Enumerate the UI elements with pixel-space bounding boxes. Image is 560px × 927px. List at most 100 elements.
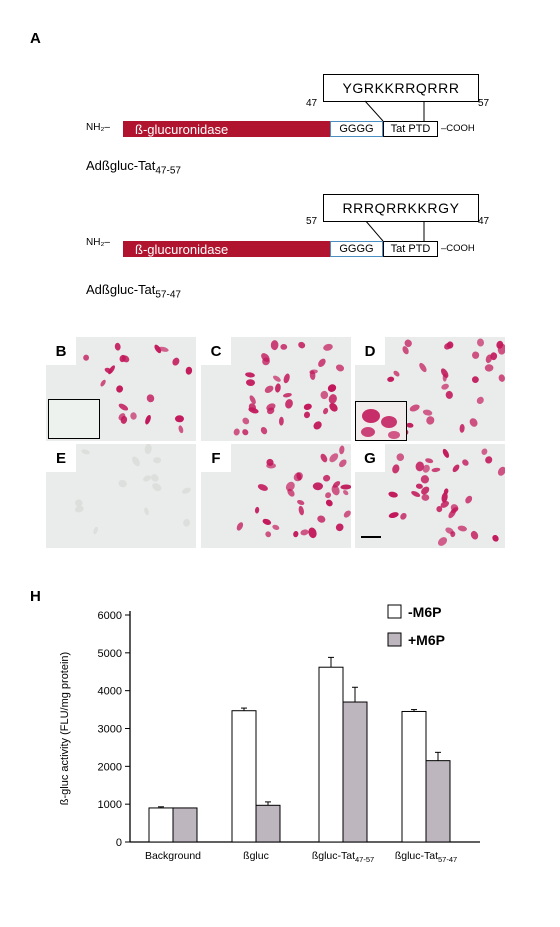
stained-cell — [320, 453, 328, 463]
stained-cell — [400, 512, 407, 520]
stained-cell — [261, 353, 270, 362]
stained-cell — [462, 459, 469, 466]
micrograph-inset-b — [48, 399, 100, 439]
glucuronidase-domain-1: ß-glucuronidase — [123, 121, 330, 137]
y-tick-label: 0 — [116, 837, 122, 849]
micrograph-label-b: B — [46, 337, 76, 365]
stained-cell — [422, 464, 430, 473]
peptide-sequence-box-1: YGRKKRRQRRR — [323, 74, 479, 102]
y-tick-label: 1000 — [98, 799, 122, 811]
stained-cell — [426, 416, 435, 425]
stained-cell — [465, 495, 473, 504]
stained-cell — [303, 403, 312, 410]
stained-cell — [388, 491, 398, 498]
stained-cell — [440, 500, 449, 508]
stained-cell — [484, 364, 494, 372]
stained-cell — [300, 529, 309, 536]
stained-cell — [262, 518, 272, 525]
stained-cell — [409, 404, 420, 412]
stained-cell — [443, 488, 449, 495]
stained-cell — [335, 523, 344, 532]
stained-cell — [283, 373, 290, 384]
stained-cell — [323, 407, 329, 415]
stained-cell — [172, 357, 180, 366]
x-tick-label: ßgluc — [243, 850, 269, 862]
inset-cells — [361, 409, 400, 439]
sequence-start-number-1: 47 — [306, 98, 318, 109]
stained-cell — [118, 403, 129, 411]
stained-cell — [285, 481, 295, 492]
micrograph-d: D — [355, 337, 505, 441]
stained-cell — [312, 482, 323, 491]
stained-cell — [280, 343, 288, 350]
stained-cell — [387, 376, 395, 382]
x-tick-label: ßgluc-Tat57-47 — [395, 850, 457, 864]
stained-cell — [293, 472, 303, 482]
bar-plus-m6p — [342, 701, 368, 843]
bar-minus-m6p — [231, 710, 257, 843]
stained-cell — [420, 475, 430, 484]
stained-cell — [75, 499, 83, 507]
y-tick-label: 3000 — [98, 724, 122, 736]
stained-cell — [471, 351, 480, 359]
stained-cell — [441, 383, 449, 390]
glucuronidase-domain-2: ß-glucuronidase — [123, 241, 330, 257]
bar-minus-m6p — [148, 807, 174, 843]
stained-cell — [497, 343, 505, 355]
stained-cell — [476, 396, 484, 405]
bar-plus-m6p — [255, 804, 281, 843]
stained-cell — [431, 467, 441, 473]
bar-plus-m6p — [425, 760, 451, 843]
y-tick-label: 4000 — [98, 686, 122, 698]
stained-cell — [404, 339, 412, 348]
stained-cell — [100, 379, 106, 387]
linker-box-1: GGGG — [330, 121, 383, 137]
legend-label: +M6P — [408, 632, 445, 648]
stained-cell — [421, 494, 430, 501]
stained-cell — [498, 374, 505, 382]
bar-minus-m6p — [318, 666, 344, 843]
stained-cell — [419, 362, 427, 373]
stained-cell — [175, 415, 184, 423]
stained-cell — [481, 448, 488, 455]
stained-cell — [116, 385, 124, 393]
stained-cell — [297, 499, 305, 506]
stained-cell — [325, 499, 333, 507]
peptide-sequence-box-2: RRRQRRKKRGY — [323, 194, 479, 222]
stained-cell — [329, 453, 339, 463]
stained-cell — [144, 507, 149, 516]
stained-cell — [257, 484, 268, 491]
stained-cell — [178, 425, 184, 434]
y-axis-label: ß-gluc activity (FLU/mg protein) — [59, 652, 71, 805]
n-terminus-label-1: NH₂– — [86, 122, 110, 133]
stained-cell — [472, 376, 479, 383]
construct-name-1: Adßgluc-Tat47-57 — [86, 158, 181, 177]
stained-cell — [260, 426, 268, 435]
stained-cell — [331, 485, 340, 496]
stained-cell — [396, 453, 405, 461]
stained-cell — [323, 474, 331, 482]
stained-cell — [236, 522, 244, 531]
stained-cell — [406, 422, 414, 428]
stained-cell — [114, 342, 121, 351]
stained-cell — [411, 491, 421, 497]
c-terminus-label-2: –COOH — [441, 243, 475, 254]
micrograph-label-c: C — [201, 337, 231, 365]
linker-box-2: GGGG — [330, 241, 383, 257]
stained-cell — [152, 483, 162, 492]
legend-label: -M6P — [408, 604, 441, 620]
stained-cell — [81, 449, 90, 455]
stained-cell — [104, 367, 112, 374]
stained-cell — [328, 394, 337, 404]
stained-cell — [425, 458, 434, 464]
stained-cell — [446, 341, 454, 349]
stained-cell — [153, 457, 162, 464]
n-terminus-label-2: NH₂– — [86, 237, 110, 248]
stained-cell — [270, 340, 279, 351]
stained-cell — [339, 459, 347, 468]
legend-swatch — [387, 632, 402, 647]
micrograph-f: F — [201, 444, 351, 548]
stained-cell — [442, 448, 450, 458]
stained-cell — [298, 341, 306, 349]
stained-cell — [118, 479, 127, 488]
